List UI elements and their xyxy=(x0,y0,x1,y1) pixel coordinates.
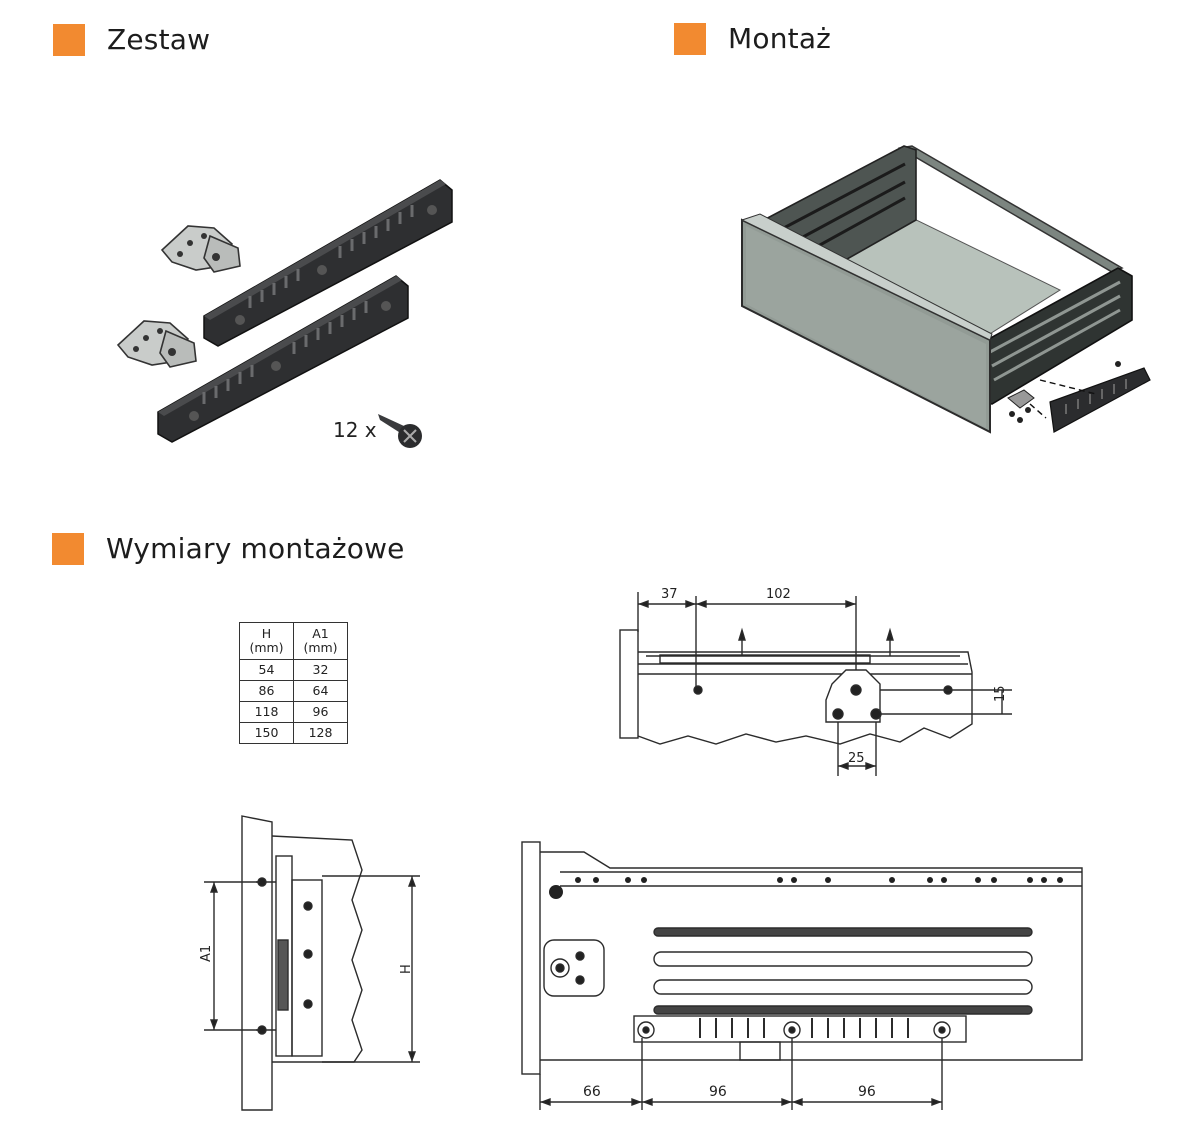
table-header-row: H (mm) A1 (mm) xyxy=(239,622,348,660)
screw-icon xyxy=(378,414,422,448)
orange-square-marker xyxy=(53,23,85,56)
section-heading-zestaw: Zestaw xyxy=(53,23,210,56)
section-title: Montaż xyxy=(728,22,832,55)
section-title: Wymiary montażowe xyxy=(106,532,405,565)
size-table: H (mm) A1 (mm) 54 32 86 64 118 96 150 12… xyxy=(239,622,348,744)
mounting-bracket-icon xyxy=(160,225,241,273)
header-label: A1 xyxy=(312,626,329,641)
screw-quantity-label: 12 x xyxy=(333,418,377,442)
header-unit: (mm) xyxy=(249,640,284,655)
slide-rail-icon xyxy=(203,179,453,347)
mounting-bracket-icon xyxy=(116,320,197,368)
slide-rail-icon xyxy=(157,275,409,443)
orange-square-marker xyxy=(52,532,84,565)
dimension-label: 25 xyxy=(848,751,865,766)
dimension-label: A1 xyxy=(199,945,214,962)
table-row: 150 128 xyxy=(239,722,348,744)
header-label: H xyxy=(261,626,272,641)
dimension-label: 66 xyxy=(583,1084,601,1100)
table-row: 118 96 xyxy=(239,701,348,723)
section-title: Zestaw xyxy=(107,23,211,56)
dimension-label: 15 xyxy=(993,685,1008,702)
dimension-label: 96 xyxy=(858,1084,876,1100)
table-row: 54 32 xyxy=(239,659,348,681)
table-cell: 118 xyxy=(239,701,294,723)
table-cell: 128 xyxy=(293,722,348,744)
section-heading-wymiary: Wymiary montażowe xyxy=(52,532,405,565)
dimension-label: H xyxy=(399,964,414,974)
table-header-h: H (mm) xyxy=(239,622,294,660)
dimension-label: 37 xyxy=(661,587,678,602)
dimension-label: 96 xyxy=(709,1084,727,1100)
header-unit: (mm) xyxy=(303,640,338,655)
section-heading-montaz: Montaż xyxy=(674,22,831,55)
orange-square-marker xyxy=(674,22,706,55)
dimension-label: 102 xyxy=(766,587,791,602)
